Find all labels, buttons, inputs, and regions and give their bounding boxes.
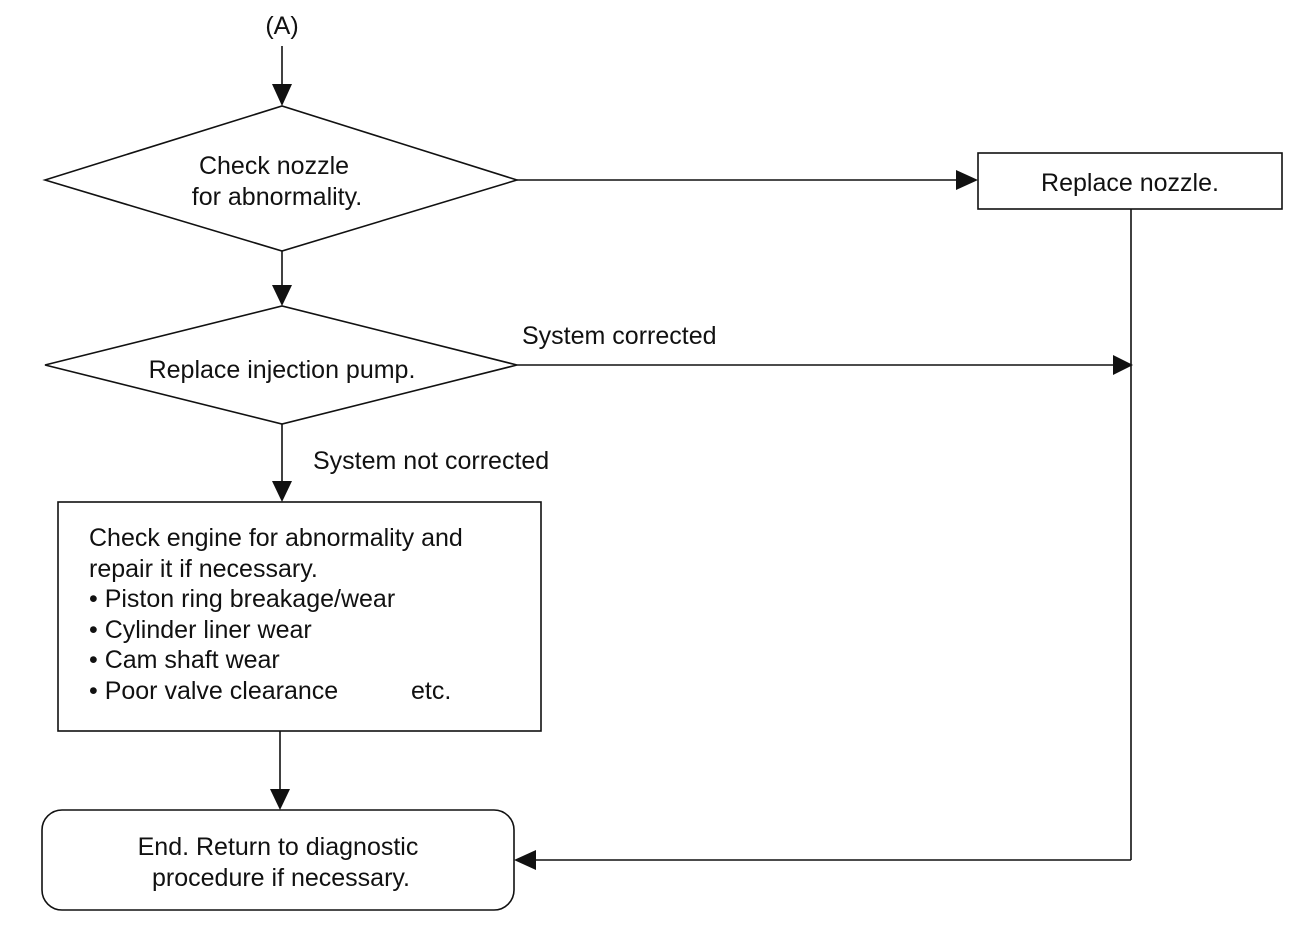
check-engine-item-piston: • Piston ring breakage/wear (89, 585, 395, 613)
check-nozzle-line-1: Check nozzle (199, 152, 349, 180)
end-line-2: procedure if necessary. (152, 864, 410, 892)
decision-check-nozzle: Check nozzle for abnormality. (42, 105, 520, 252)
replace-nozzle-label: Replace nozzle. (1041, 169, 1219, 197)
check-engine-line-1: Check engine for abnormality and (89, 524, 463, 552)
end-line-1: End. Return to diagnostic (138, 833, 419, 861)
system-not-corrected-label: System not corrected (313, 447, 549, 475)
arrow-a-to-check-nozzle (272, 46, 292, 106)
check-engine-line-2: repair it if necessary. (89, 555, 318, 583)
process-check-engine: Check engine for abnormality and repair … (57, 501, 542, 732)
decision-replace-injection-pump: Replace injection pump. (44, 305, 518, 425)
arrow-check-engine-to-end (270, 731, 290, 810)
replace-pump-label: Replace injection pump. (149, 356, 416, 384)
edge-system-corrected: System corrected (517, 322, 1133, 375)
edge-return-to-end (514, 209, 1132, 870)
check-engine-etc: etc. (411, 677, 451, 705)
check-engine-item-camshaft: • Cam shaft wear (89, 646, 280, 674)
terminal-end: End. Return to diagnostic procedure if n… (41, 809, 515, 911)
process-replace-nozzle: Replace nozzle. (977, 152, 1283, 210)
check-nozzle-line-2: for abnormality. (192, 183, 362, 211)
edge-system-not-corrected: System not corrected (272, 424, 549, 502)
check-engine-item-valve: • Poor valve clearance (89, 677, 338, 705)
check-engine-item-cylinder: • Cylinder liner wear (89, 616, 312, 644)
system-corrected-label: System corrected (522, 322, 717, 350)
arrow-check-nozzle-to-replace-pump (272, 251, 292, 306)
arrow-check-nozzle-to-replace-nozzle (517, 170, 978, 190)
connector-label-a: (A) (265, 12, 298, 40)
